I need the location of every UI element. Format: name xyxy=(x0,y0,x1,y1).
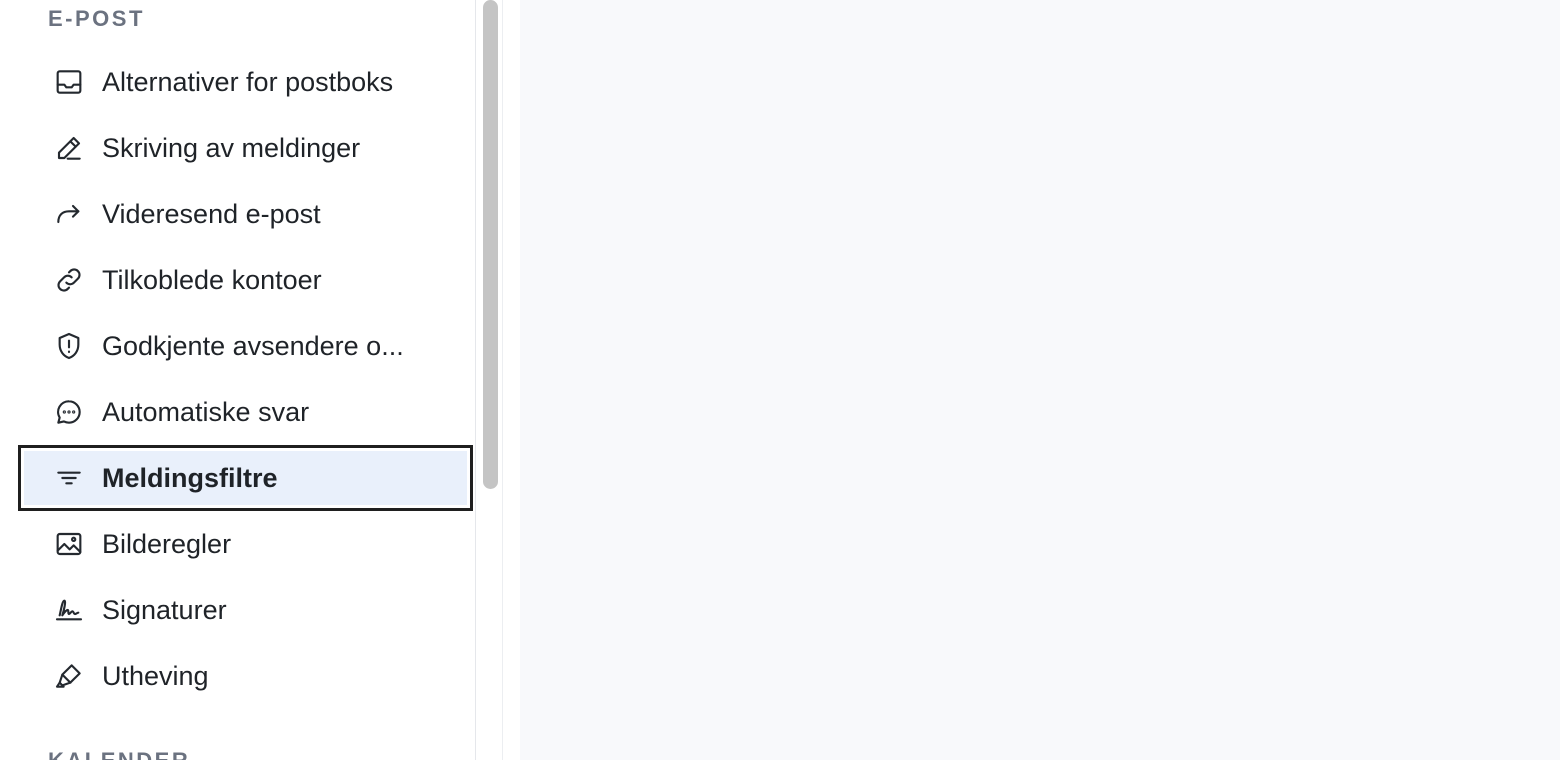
image-icon xyxy=(52,527,86,561)
highlighter-icon xyxy=(52,659,86,693)
signature-icon xyxy=(52,593,86,627)
nav-list: Alternativer for postboks Skriving av me… xyxy=(18,49,473,709)
sidebar-item-approved-senders[interactable]: Godkjente avsendere o... xyxy=(18,313,473,379)
forward-arrow-icon xyxy=(52,197,86,231)
sidebar-item-auto-replies[interactable]: Automatiske svar xyxy=(18,379,473,445)
sidebar-item-label: Utheving xyxy=(102,660,209,691)
section-title-calendar: KALENDER xyxy=(48,748,190,760)
sidebar-item-connected-accounts[interactable]: Tilkoblede kontoer xyxy=(18,247,473,313)
sidebar-item-label: Skriving av meldinger xyxy=(102,132,361,163)
inbox-icon xyxy=(52,65,86,99)
sidebar-item-label: Signaturer xyxy=(102,594,227,625)
sidebar-divider xyxy=(475,0,476,760)
sidebar-scrollbar-thumb[interactable] xyxy=(483,0,498,489)
sidebar-item-compose[interactable]: Skriving av meldinger xyxy=(18,115,473,181)
link-icon xyxy=(52,263,86,297)
settings-sidebar: E-POST Alternativer for postboks Skrivin… xyxy=(0,0,475,760)
sidebar-item-label: Godkjente avsendere o... xyxy=(102,330,404,361)
sidebar-item-highlighting[interactable]: Utheving xyxy=(18,643,473,709)
sidebar-item-label: Meldingsfiltre xyxy=(102,462,278,493)
sidebar-item-message-filters[interactable]: Meldingsfiltre xyxy=(18,445,473,511)
sidebar-item-signatures[interactable]: Signaturer xyxy=(18,577,473,643)
sidebar-item-label: Alternativer for postboks xyxy=(102,66,394,97)
sidebar-item-label: Tilkoblede kontoer xyxy=(102,264,322,295)
sidebar-item-label: Videresend e-post xyxy=(102,198,321,229)
section-title-email: E-POST xyxy=(48,6,145,31)
pane-divider xyxy=(502,0,503,760)
sidebar-item-image-rules[interactable]: Bilderegler xyxy=(18,511,473,577)
pencil-icon xyxy=(52,131,86,165)
sidebar-item-label: Bilderegler xyxy=(102,528,232,559)
sidebar-item-label: Automatiske svar xyxy=(102,396,310,427)
filter-icon xyxy=(52,461,86,495)
shield-alert-icon xyxy=(52,329,86,363)
settings-content-pane xyxy=(520,0,1560,760)
sidebar-item-mailbox-options[interactable]: Alternativer for postboks xyxy=(18,49,473,115)
sidebar-item-forward[interactable]: Videresend e-post xyxy=(18,181,473,247)
chat-bubble-icon xyxy=(52,395,86,429)
